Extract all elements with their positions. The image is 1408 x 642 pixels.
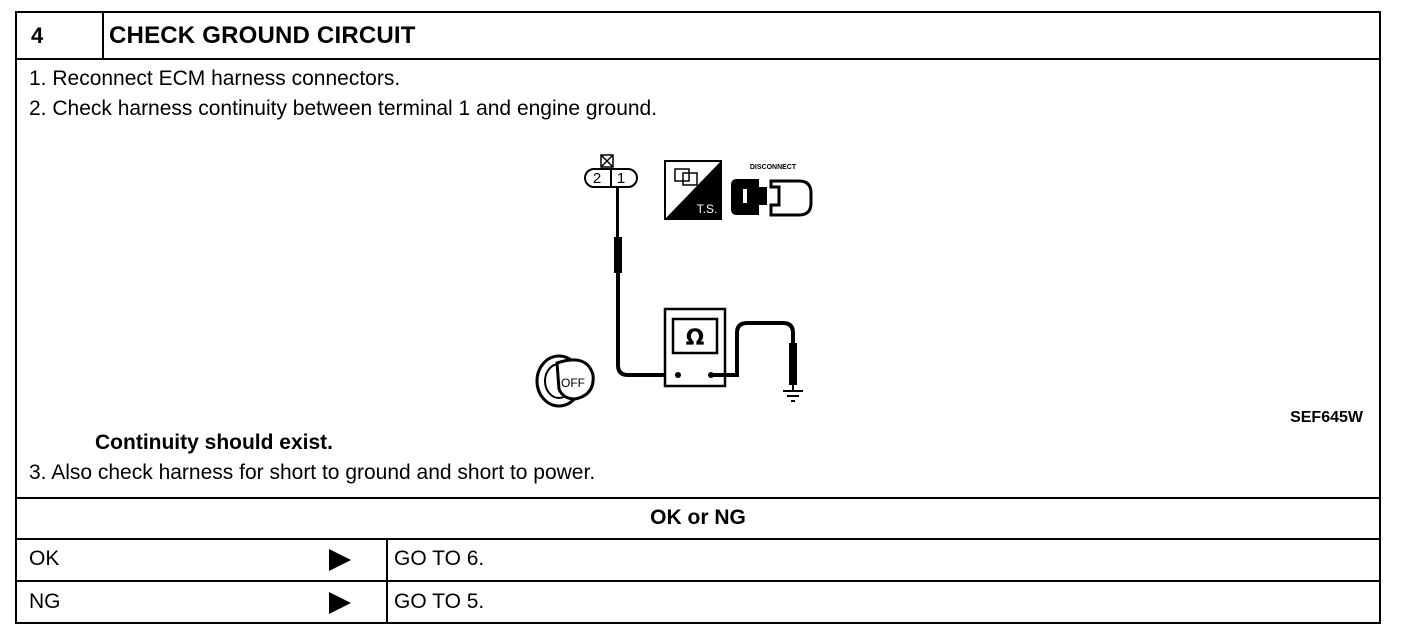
result-divider xyxy=(17,538,1379,540)
step-number: 4 xyxy=(31,23,44,48)
result-label-ng: NG xyxy=(29,590,61,613)
disconnect-icon: DISCONNECT xyxy=(731,164,813,217)
column-divider xyxy=(386,540,388,624)
section-divider xyxy=(17,497,1379,499)
header-divider xyxy=(102,13,104,58)
continuity-note: Continuity should exist. xyxy=(95,431,334,454)
inspection-table: 4 CHECK GROUND CIRCUIT 1. Reconnect ECM … xyxy=(15,11,1381,624)
result-heading: OK or NG xyxy=(650,506,746,529)
instruction-step-2: 2. Check harness continuity between term… xyxy=(29,97,658,120)
step-title: CHECK GROUND CIRCUIT xyxy=(109,22,416,49)
disconnect-label: DISCONNECT xyxy=(750,164,797,171)
row-divider xyxy=(17,580,1379,582)
step-header: 4 CHECK GROUND CIRCUIT xyxy=(17,13,1379,60)
arrow-right-icon xyxy=(329,592,351,614)
arrow-right-icon xyxy=(329,549,351,571)
instruction-step-3: 3. Also check harness for short to groun… xyxy=(29,461,596,484)
figure-code: SEF645W xyxy=(1290,409,1363,426)
connector-pin-2: 2 xyxy=(593,170,601,187)
ignition-key-icon: OFF xyxy=(535,354,595,408)
instruction-step-1: 1. Reconnect ECM harness connectors. xyxy=(29,67,401,90)
key-off-label: OFF xyxy=(561,376,585,390)
connector-icon: 2 1 xyxy=(584,154,638,188)
result-label-ok: OK xyxy=(29,547,60,570)
ohm-symbol: Ω xyxy=(686,326,705,351)
result-action-ok: GO TO 6. xyxy=(394,547,485,570)
continuity-check-diagram: 2 1 Ω T.S. xyxy=(535,154,813,408)
ground-icon xyxy=(783,385,803,402)
ts-label: T.S. xyxy=(697,202,718,216)
result-action-ng: GO TO 5. xyxy=(394,590,485,613)
connector-pin-1: 1 xyxy=(617,170,625,187)
tester-icon: T.S. xyxy=(664,160,722,220)
